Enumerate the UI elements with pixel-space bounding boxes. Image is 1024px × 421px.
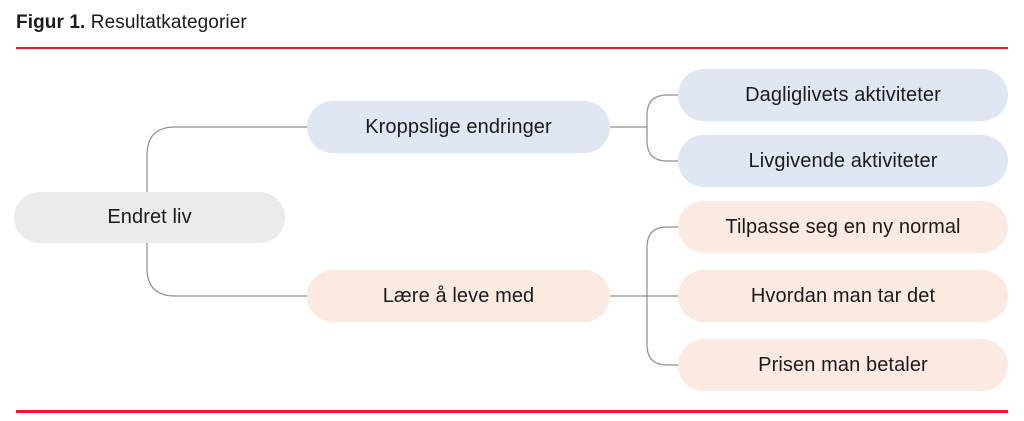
node-label: Endret liv bbox=[107, 206, 192, 228]
node-label: Livgivende aktiviteter bbox=[748, 149, 938, 172]
figure-title: Figur 1. Resultatkategorier bbox=[16, 12, 247, 34]
node-dagliglivets-aktiviteter: Dagliglivets aktiviteter bbox=[678, 69, 1008, 121]
node-label: Hvordan man tar det bbox=[750, 284, 936, 307]
bottom-divider-rule bbox=[16, 410, 1008, 413]
figure-caption: Resultatkategorier bbox=[85, 12, 247, 33]
node-label: Dagliglivets aktiviteter bbox=[745, 83, 941, 106]
node-endret-liv: Endret liv bbox=[14, 192, 285, 243]
node-livgivende-aktiviteter: Livgivende aktiviteter bbox=[678, 135, 1008, 187]
node-prisen-man-betaler: Prisen man betaler bbox=[678, 339, 1008, 391]
node-label: Lære å leve med bbox=[382, 284, 535, 307]
node-tilpasse-seg-en-ny-normal: Tilpasse seg en ny normal bbox=[678, 201, 1008, 253]
connector-branch1-bracket bbox=[646, 94, 678, 162]
figure-number: Figur 1. bbox=[16, 12, 86, 33]
node-label: Prisen man betaler bbox=[758, 353, 928, 376]
node-kroppslige-endringer: Kroppslige endringer bbox=[307, 101, 610, 153]
top-divider-rule bbox=[16, 46, 1008, 49]
node-laere-a-leve-med: Lære å leve med bbox=[307, 270, 610, 322]
node-hvordan-man-tar-det: Hvordan man tar det bbox=[678, 270, 1008, 322]
node-label: Tilpasse seg en ny normal bbox=[725, 215, 961, 238]
node-label: Kroppslige endringer bbox=[365, 115, 552, 138]
connector-branch2-bracket bbox=[646, 226, 678, 366]
